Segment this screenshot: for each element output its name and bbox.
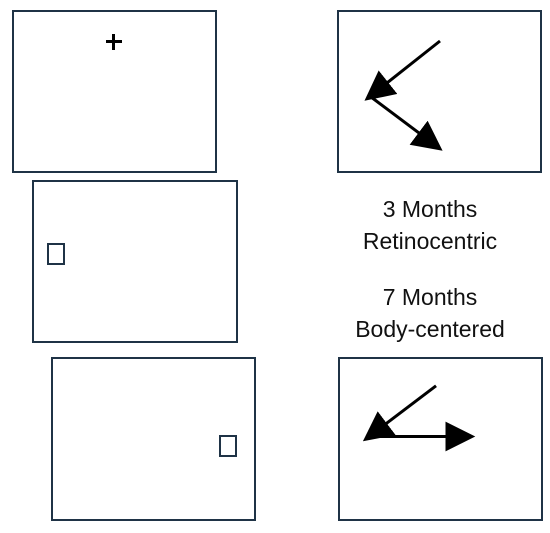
body-centered-arrow-icon xyxy=(362,384,476,452)
retinocentric-label: Retinocentric xyxy=(362,228,498,254)
left-target-panel xyxy=(32,180,238,343)
body-centered-arrow-panel xyxy=(338,357,543,521)
right-target-panel xyxy=(51,357,256,521)
right-target-square xyxy=(219,435,237,457)
retinocentric-arrow-icon xyxy=(364,39,443,151)
first-saccade-arrow xyxy=(364,39,441,101)
body-centered-label: Body-centered xyxy=(355,316,505,342)
age-3-months-label: 3 Months xyxy=(382,196,478,222)
second-saccade-arrow xyxy=(370,95,443,151)
first-saccade-arrow xyxy=(362,384,437,442)
left-target-square xyxy=(47,243,65,265)
fixation-panel xyxy=(12,10,217,173)
retinocentric-arrow-panel xyxy=(337,10,542,173)
age-7-months-label: 7 Months xyxy=(382,284,478,310)
fixation-cross-icon xyxy=(106,34,122,50)
